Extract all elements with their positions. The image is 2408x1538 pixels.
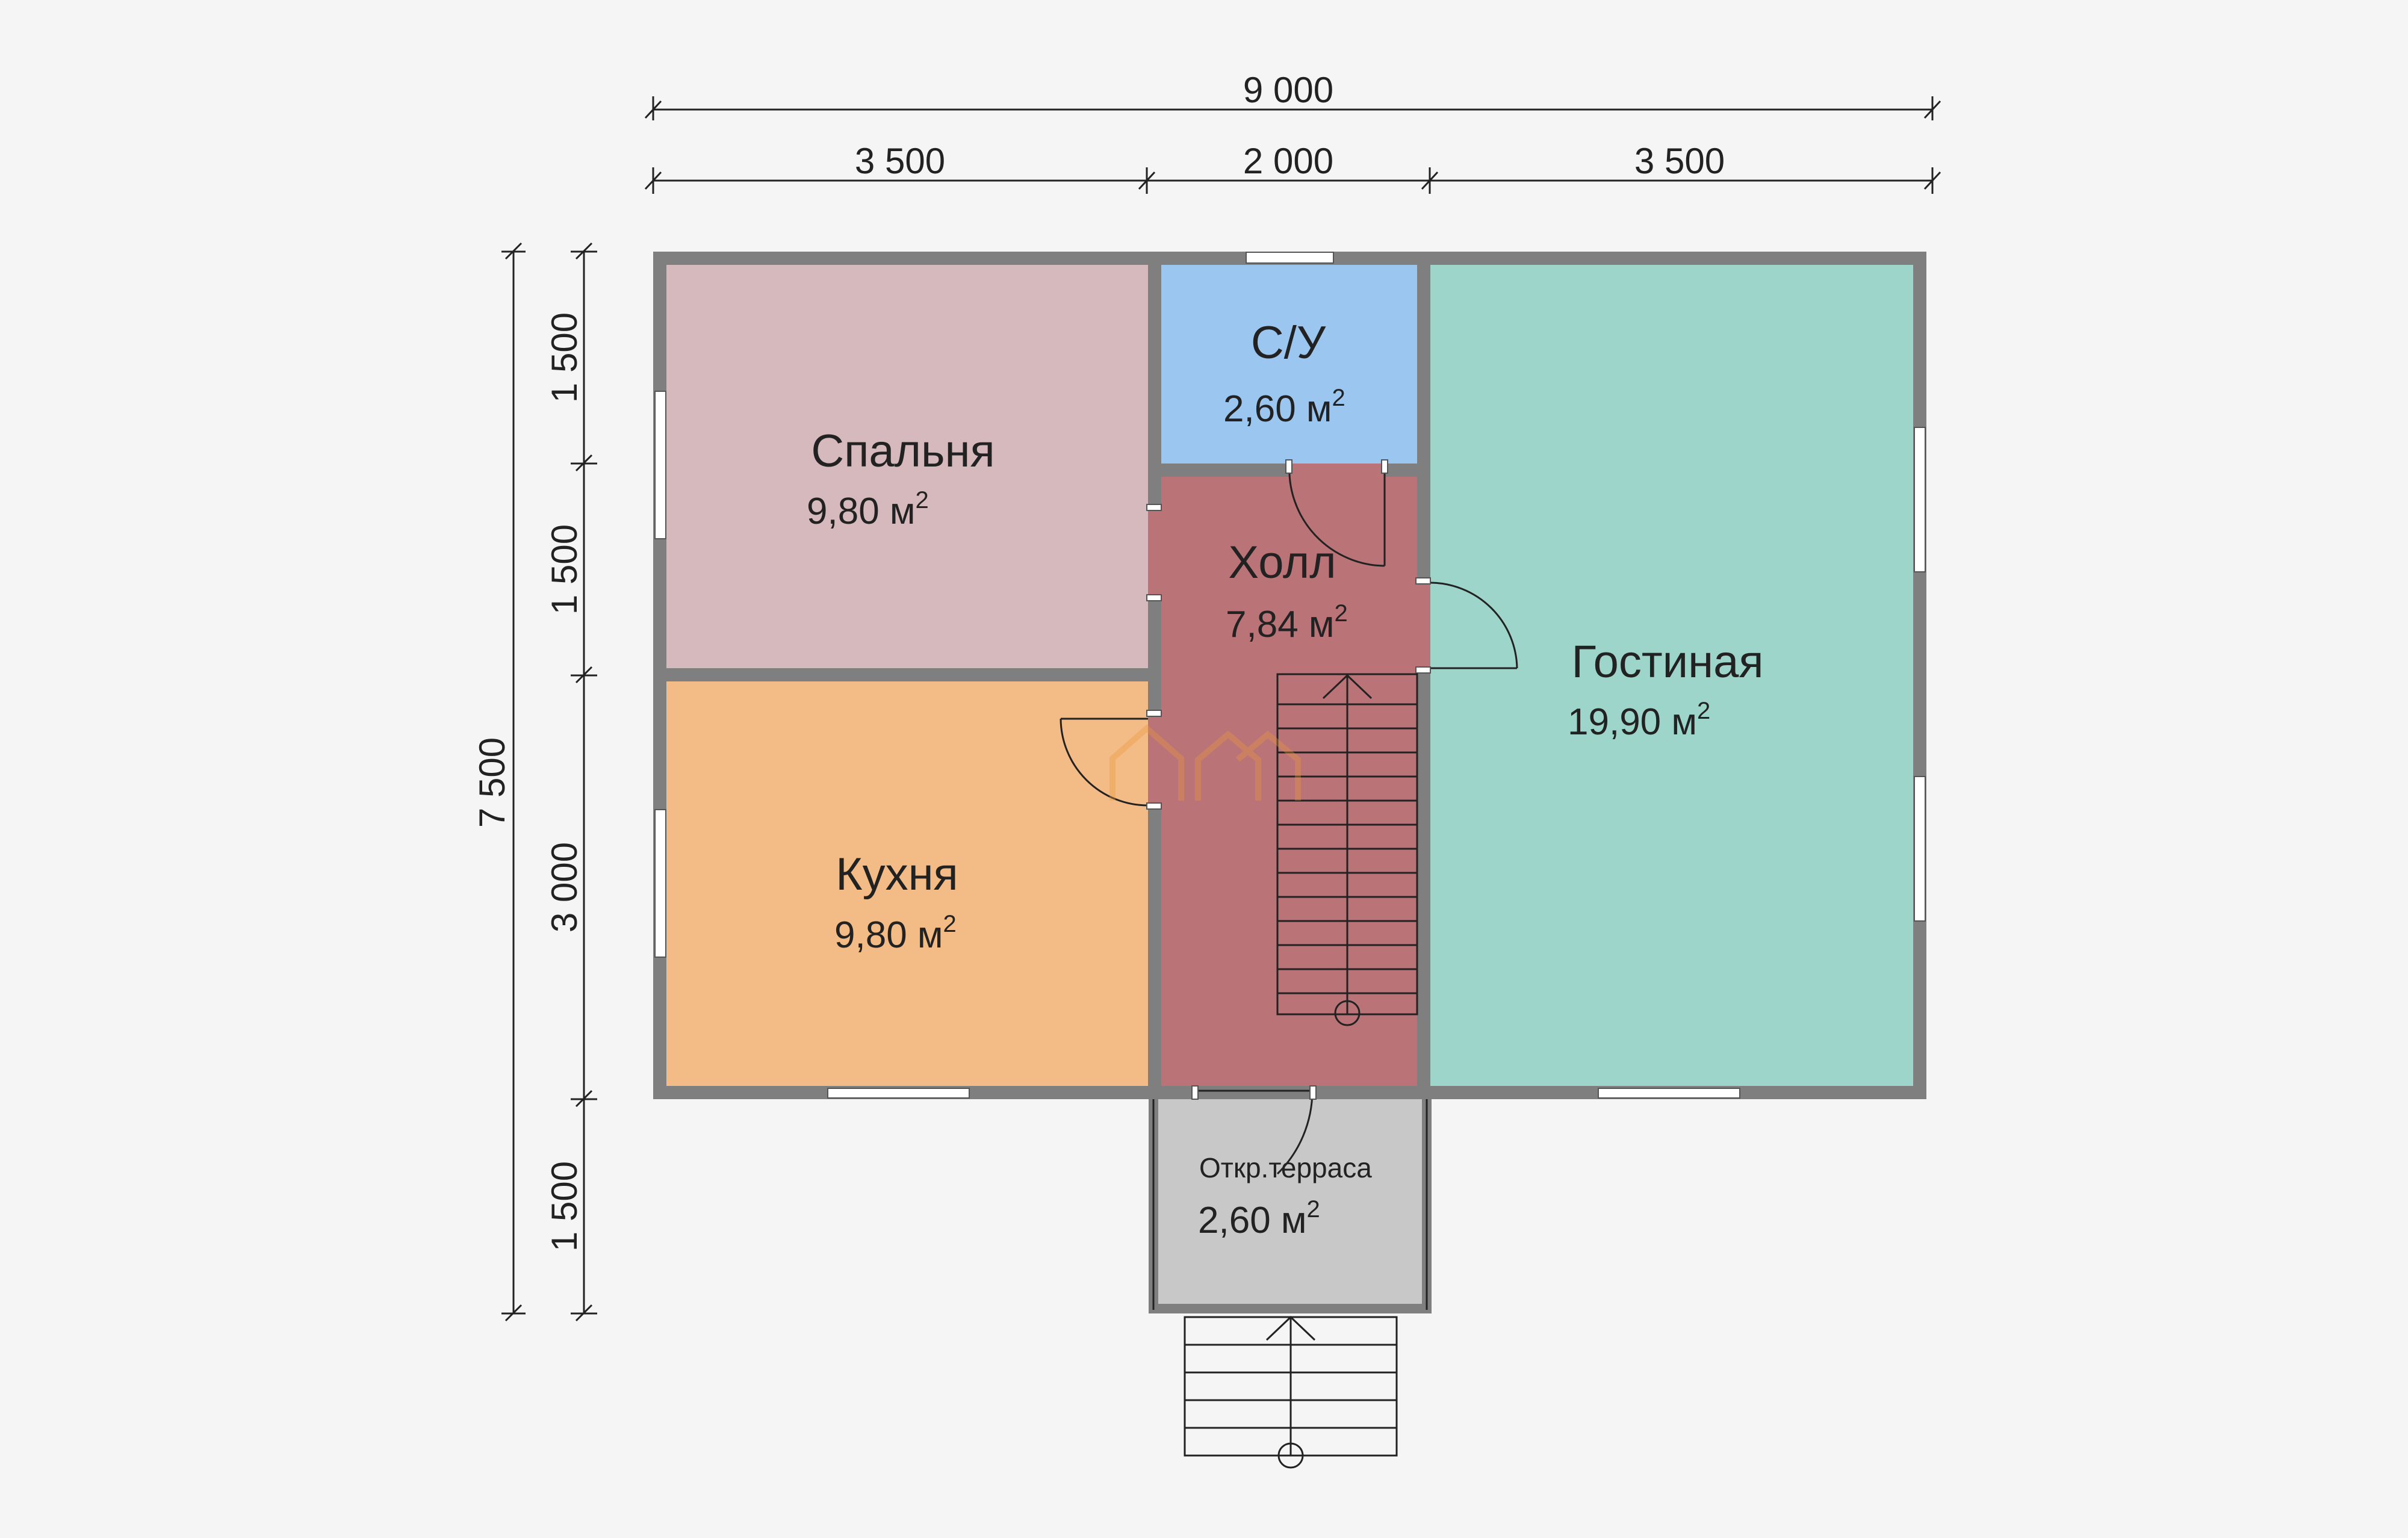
stair-arrow bbox=[1322, 674, 1373, 699]
door-living-arc bbox=[1430, 581, 1518, 669]
door-kitchen-jamb-1 bbox=[1146, 710, 1162, 717]
hall-living-opening bbox=[1417, 583, 1430, 670]
door-bedroom-jamb-2 bbox=[1146, 594, 1162, 601]
kitchen-floor bbox=[666, 681, 1148, 1086]
doors bbox=[1060, 459, 1518, 1175]
porch-stair-circle bbox=[1277, 1442, 1304, 1469]
hall-bath-opening bbox=[1288, 464, 1385, 477]
hall-kitchen-opening bbox=[1148, 716, 1161, 804]
door-entrance-jamb-2 bbox=[1309, 1085, 1317, 1100]
dim-v-seg-4: 1 500 bbox=[544, 1161, 585, 1251]
hall-floor bbox=[1161, 477, 1417, 1086]
window-bedroom bbox=[654, 391, 666, 539]
porch-stair bbox=[1184, 1315, 1398, 1469]
terrace-floor bbox=[1158, 1099, 1422, 1304]
hall-area: 7,84 м2 bbox=[1226, 600, 1348, 645]
living-floor bbox=[1430, 265, 1913, 1086]
dim-v-seg-2: 1 500 bbox=[544, 524, 585, 615]
bathroom-floor bbox=[1161, 265, 1417, 464]
terrace-name: Откр.терраса bbox=[1199, 1152, 1372, 1183]
window-kitchen bbox=[654, 809, 666, 958]
internal-stair bbox=[1276, 673, 1418, 1026]
bathroom-name: С/У bbox=[1251, 317, 1326, 368]
windows bbox=[654, 252, 1926, 1099]
door-entrance-arc bbox=[1276, 1090, 1314, 1175]
window-kitchen-bottom bbox=[827, 1088, 970, 1099]
bedroom-area: 9,80 м2 bbox=[807, 487, 929, 532]
door-kitchen-jamb-2 bbox=[1146, 802, 1162, 810]
bathroom-area: 2,60 м2 bbox=[1223, 385, 1345, 430]
hall-bedroom-opening bbox=[1148, 510, 1161, 598]
dim-seg-left: 3 500 bbox=[855, 141, 945, 181]
terrace-area: 2,60 м2 bbox=[1198, 1196, 1320, 1241]
door-bath-arc bbox=[1288, 464, 1385, 567]
living-name: Гостиная bbox=[1572, 636, 1764, 687]
living-area: 19,90 м2 bbox=[1568, 698, 1710, 743]
dim-total-height: 7 500 bbox=[472, 737, 512, 828]
top-dimensions: 9 000 3 500 2 000 3 500 bbox=[644, 70, 1941, 194]
watermark-logo bbox=[1109, 724, 1301, 801]
dim-v-seg-3: 3 000 bbox=[544, 842, 585, 932]
door-living-jamb-2 bbox=[1415, 666, 1431, 674]
door-bath-jamb-2 bbox=[1381, 459, 1388, 474]
window-living-bottom bbox=[1598, 1088, 1740, 1099]
stair-start-circle bbox=[1334, 1000, 1361, 1026]
room-labels: Спальня 9,80 м2 С/У 2,60 м2 Холл 7,84 м2… bbox=[807, 317, 1764, 1241]
window-bathroom bbox=[1246, 252, 1334, 264]
door-bedroom-jamb-1 bbox=[1146, 504, 1162, 511]
dim-v-seg-1: 1 500 bbox=[544, 312, 585, 403]
door-entrance-jamb-1 bbox=[1191, 1085, 1199, 1100]
left-dimensions: 7 500 1 500 1 500 3 000 1 500 bbox=[472, 242, 597, 1322]
dim-seg-right: 3 500 bbox=[1634, 141, 1725, 181]
bedroom-floor bbox=[666, 265, 1148, 668]
kitchen-name: Кухня bbox=[836, 849, 958, 900]
window-living-right-2 bbox=[1914, 776, 1926, 922]
kitchen-area: 9,80 м2 bbox=[834, 911, 957, 956]
porch-stair-arrow bbox=[1265, 1315, 1316, 1341]
bedroom-name: Спальня bbox=[811, 426, 995, 477]
hall-name: Холл bbox=[1228, 537, 1336, 588]
dim-seg-mid: 2 000 bbox=[1243, 141, 1333, 181]
dim-total-width: 9 000 bbox=[1243, 70, 1333, 110]
door-kitchen-arc bbox=[1060, 718, 1149, 807]
door-living-jamb-1 bbox=[1415, 577, 1431, 585]
door-bath-jamb-1 bbox=[1285, 459, 1292, 474]
window-living-right-1 bbox=[1914, 427, 1926, 572]
